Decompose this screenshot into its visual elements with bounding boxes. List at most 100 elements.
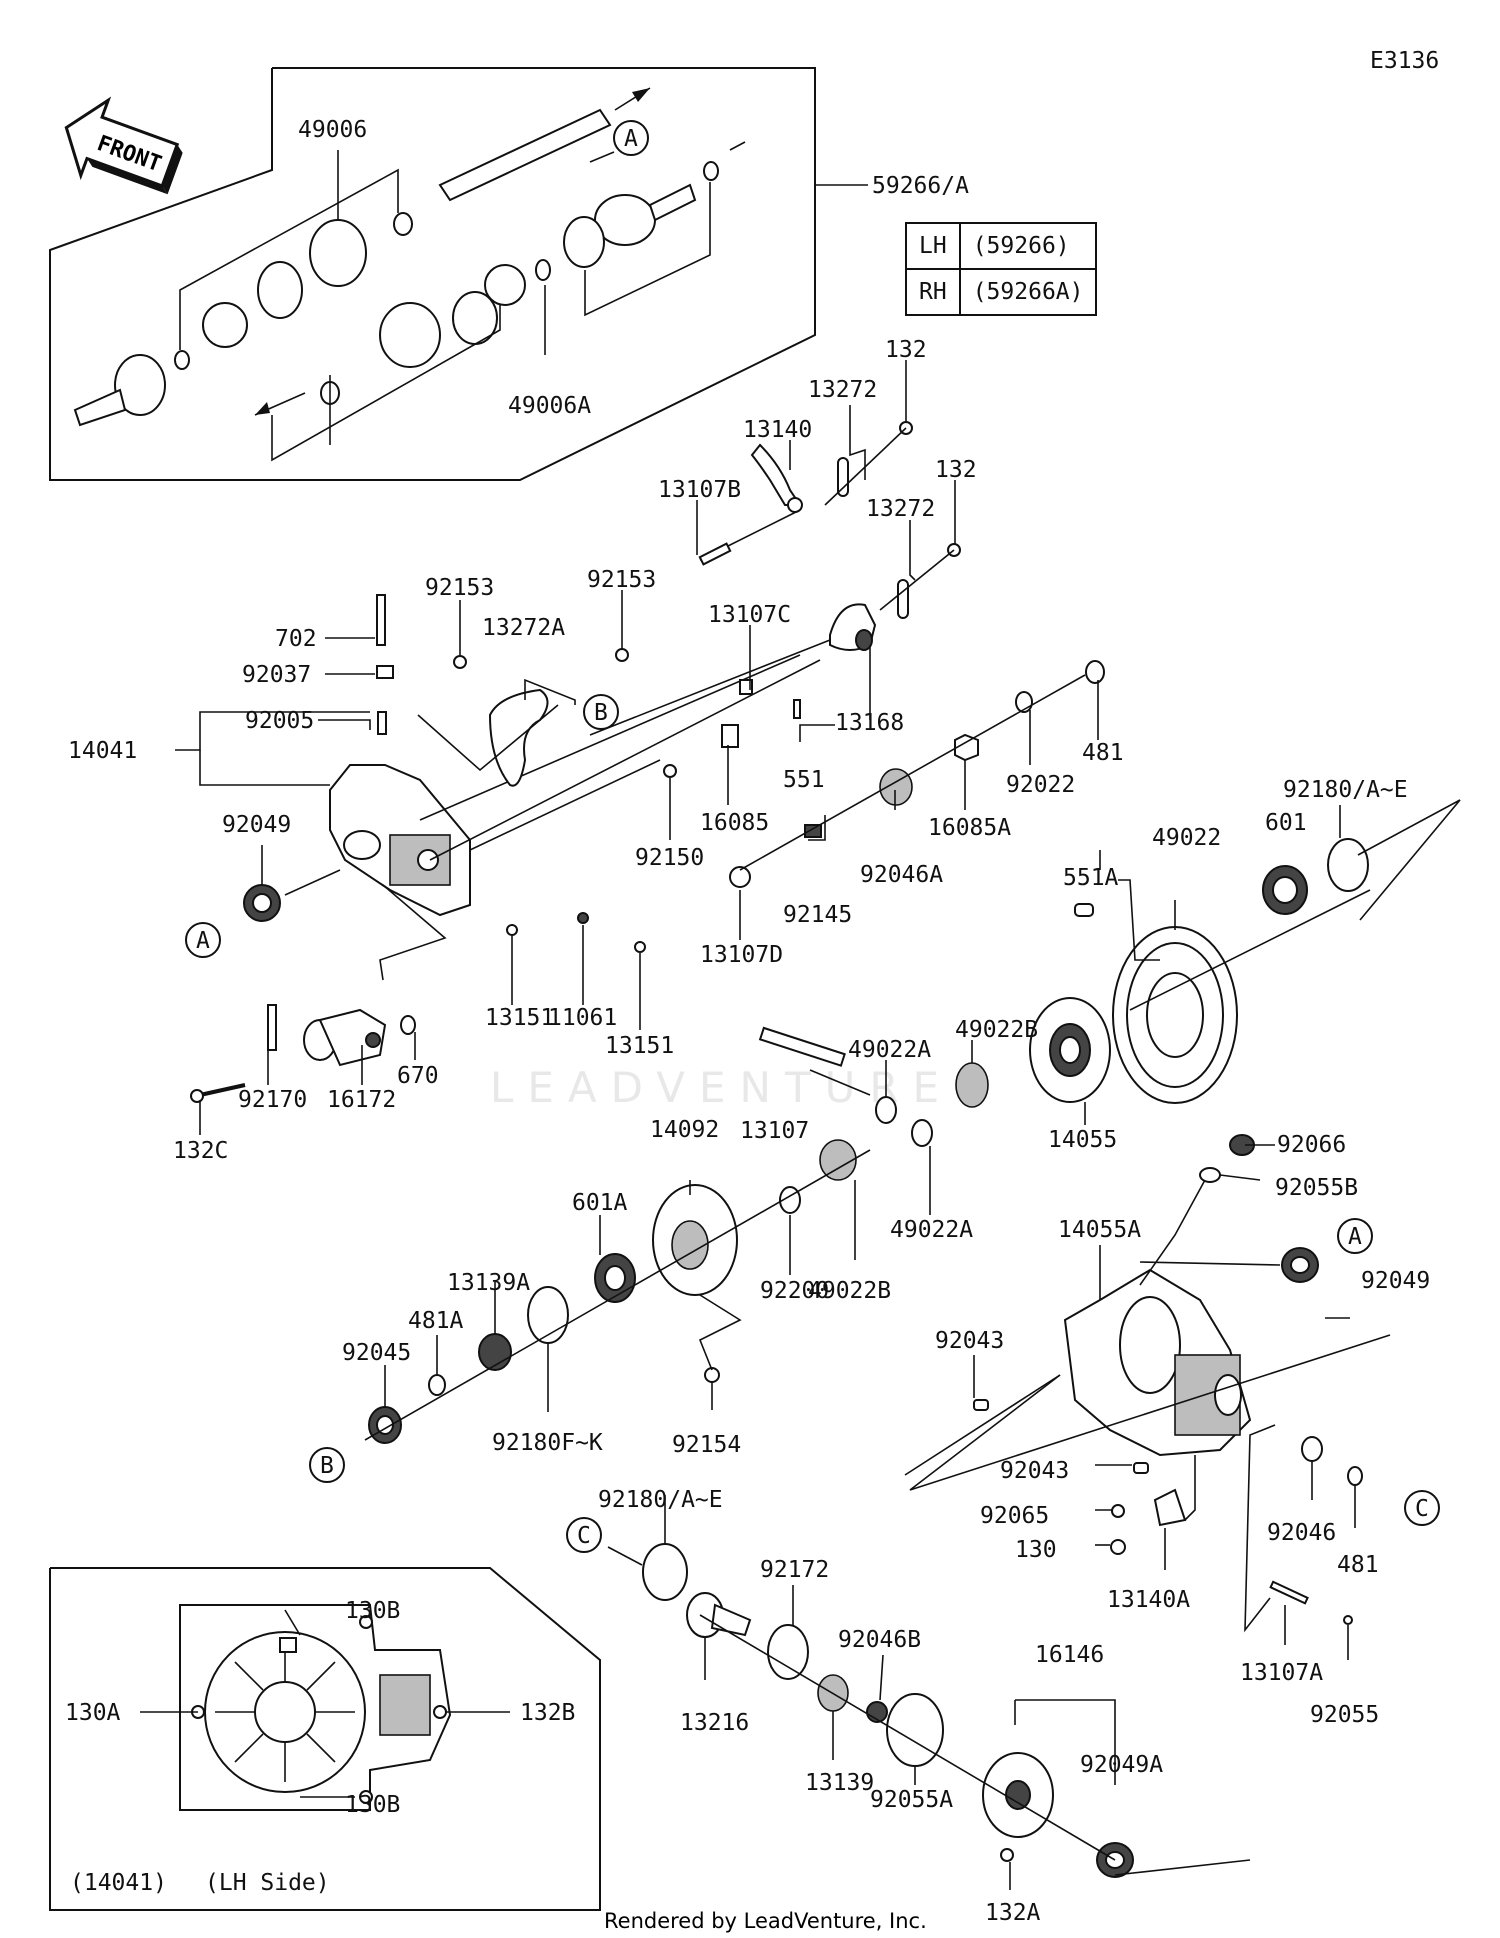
part-label: 92045 bbox=[342, 1340, 411, 1366]
part-label: 13107D bbox=[700, 942, 783, 968]
bearing-92172 bbox=[767, 1624, 809, 1680]
part-label: 92153 bbox=[587, 567, 656, 593]
inset-housing bbox=[179, 1604, 452, 1811]
part-label: 16146 bbox=[1035, 1642, 1104, 1668]
bearing-16085a bbox=[954, 733, 979, 762]
part-label: 59266/A bbox=[872, 173, 969, 199]
part-label: 49022B bbox=[808, 1278, 891, 1304]
part-label: 481 bbox=[1082, 740, 1124, 766]
part-label: 14055A bbox=[1058, 1217, 1141, 1243]
part-label: 92066 bbox=[1277, 1132, 1346, 1158]
part-label: 92005 bbox=[245, 708, 314, 734]
table-cell-part: (59266) bbox=[958, 222, 1098, 270]
part-label: 13139A bbox=[447, 1270, 530, 1296]
axle-group-frame bbox=[49, 67, 816, 481]
outer-cv-joint bbox=[73, 354, 166, 427]
inset-caption-part: (14041) bbox=[70, 1870, 167, 1896]
part-label: 481 bbox=[1337, 1552, 1379, 1578]
part-label: 13107A bbox=[1240, 1660, 1323, 1686]
part-label: 92172 bbox=[760, 1557, 829, 1583]
part-label: 11061 bbox=[548, 1005, 617, 1031]
bolt-130 bbox=[1110, 1539, 1126, 1555]
svg-text:B: B bbox=[320, 1453, 334, 1479]
pin-551a bbox=[1074, 903, 1094, 917]
leader-lines bbox=[140, 141, 1356, 1890]
part-label: 92046 bbox=[1267, 1520, 1336, 1546]
plate-13272-b bbox=[897, 579, 909, 619]
circlip-481-b bbox=[1347, 1466, 1363, 1486]
bolt-92153-a bbox=[453, 655, 467, 669]
part-label: 13168 bbox=[835, 710, 904, 736]
part-label: 92065 bbox=[980, 1503, 1049, 1529]
part-label: 92055 bbox=[1310, 1702, 1379, 1728]
bolt-92150 bbox=[663, 764, 677, 778]
svg-text:C: C bbox=[1415, 1496, 1429, 1522]
bolt-13151-b bbox=[634, 941, 646, 953]
boot-outer bbox=[309, 219, 367, 287]
pin-13107c bbox=[739, 679, 753, 695]
shift-drum-13168 bbox=[829, 603, 877, 651]
table-row: RH (59266A) bbox=[905, 268, 1098, 316]
actuator-16172 bbox=[303, 1008, 387, 1067]
svg-text:A: A bbox=[196, 928, 210, 954]
part-label: 92150 bbox=[635, 845, 704, 871]
o-ring-92055 bbox=[1343, 1615, 1353, 1625]
part-label: 132 bbox=[885, 337, 927, 363]
diff-case-14055 bbox=[1029, 997, 1111, 1103]
bearing-cage bbox=[202, 302, 248, 348]
axle-shaft bbox=[438, 87, 651, 202]
side-part-table: LH (59266) RH (59266A) bbox=[905, 222, 1098, 316]
spring-92145 bbox=[804, 824, 822, 838]
pin-92043-a bbox=[973, 1399, 989, 1411]
pin-92170 bbox=[267, 1004, 277, 1051]
ref-circle-c-right: C bbox=[1404, 1490, 1440, 1526]
ring-gear-49022 bbox=[1112, 926, 1238, 1104]
part-label: 92046A bbox=[860, 862, 943, 888]
part-label: 92145 bbox=[783, 902, 852, 928]
part-label: 601 bbox=[1265, 810, 1307, 836]
part-label: 49006 bbox=[298, 117, 367, 143]
table-cell-side: LH bbox=[905, 222, 961, 270]
bolt-132a bbox=[1000, 1848, 1014, 1862]
circlip-481 bbox=[1085, 660, 1105, 684]
ref-circle-a-left: A bbox=[185, 922, 221, 958]
ref-circle-b-mid: B bbox=[583, 694, 619, 730]
part-label: 92049 bbox=[222, 812, 291, 838]
shaft-13107 bbox=[758, 1026, 846, 1067]
part-label: 13107 bbox=[740, 1118, 809, 1144]
gear-49022a-b bbox=[911, 1119, 933, 1147]
svg-text:C: C bbox=[577, 1523, 591, 1549]
part-label: 13107B bbox=[658, 477, 741, 503]
housing-14041 bbox=[329, 764, 471, 917]
part-label: 49022B bbox=[955, 1017, 1038, 1043]
part-label: 92180F~K bbox=[492, 1430, 603, 1456]
part-label: 13272 bbox=[866, 496, 935, 522]
part-label: 130A bbox=[65, 1700, 121, 1726]
part-label: 601A bbox=[572, 1190, 628, 1216]
shift-arm-16085 bbox=[721, 724, 739, 748]
gear-49022b-b bbox=[819, 1139, 857, 1181]
fork-13140a bbox=[1153, 1488, 1187, 1527]
part-label: 92049 bbox=[1361, 1268, 1430, 1294]
credit-text: Rendered by LeadVenture, Inc. bbox=[604, 1909, 927, 1933]
inset-caption-side: (LH Side) bbox=[205, 1870, 330, 1896]
part-label: 16085 bbox=[700, 810, 769, 836]
part-label: 49006A bbox=[508, 393, 591, 419]
pinion-13216 bbox=[686, 1592, 752, 1638]
part-label: 132C bbox=[173, 1138, 228, 1164]
bolt-13151-a bbox=[506, 924, 518, 936]
part-label: 92180/A~E bbox=[1283, 777, 1408, 803]
front-arrow-icon: FRONT bbox=[64, 96, 183, 195]
part-label: 13140A bbox=[1107, 1587, 1190, 1613]
circlip bbox=[535, 259, 551, 281]
stud-702 bbox=[376, 594, 386, 646]
part-label: 14041 bbox=[68, 738, 137, 764]
part-label: 13272 bbox=[808, 377, 877, 403]
part-label: 702 bbox=[275, 626, 317, 652]
part-label: 14092 bbox=[650, 1117, 719, 1143]
bearing-cage-inner bbox=[484, 264, 526, 306]
clip bbox=[703, 161, 719, 181]
part-label: 92200 bbox=[760, 1278, 829, 1304]
part-label: 670 bbox=[397, 1063, 439, 1089]
